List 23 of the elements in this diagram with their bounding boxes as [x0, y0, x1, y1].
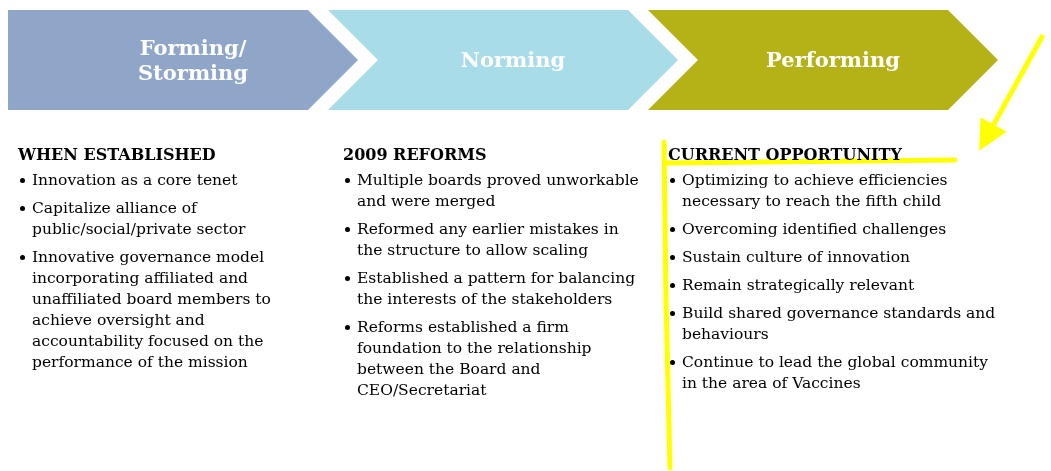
bullet-item: Optimizing to achieve efficiencies necessary to reach the fifth child	[682, 170, 996, 212]
bullet-item: Innovative governance model incorporating affiliated and unaffiliated board members to achieve oversight and accountability focused on the performance of the mission	[32, 247, 318, 373]
bullet-item: Remain strategically relevant	[682, 275, 996, 296]
bullet-item: Reformed any earlier mistakes in the structure to allow scaling	[357, 219, 643, 261]
bullet-item: Capitalize alliance of public/social/private sector	[32, 198, 318, 240]
bullet-item: Overcoming identified challenges	[682, 219, 996, 240]
chevron-step	[328, 10, 678, 110]
column-heading: WHEN ESTABLISHED	[18, 145, 216, 164]
step-title: Performing	[765, 46, 901, 75]
bullet-item: Multiple boards proved unworkable and were merged	[357, 170, 643, 212]
step-title: Forming/ Storming	[136, 33, 250, 87]
arrow	[979, 33, 1046, 151]
bullet-item: Reforms established a firm foundation to the relationship between the Board and CEO/Secretariat	[357, 317, 643, 401]
chevron-step	[648, 10, 998, 110]
bullet-item: Sustain culture of innovation	[682, 247, 996, 268]
column-heading: 2009 REFORMS	[343, 145, 487, 164]
step-title: Norming	[459, 46, 567, 75]
bullet-item: Build shared governance standards and behaviours	[682, 303, 996, 345]
bullet-item: Innovation as a core tenet	[32, 170, 318, 191]
chevron-step	[8, 10, 358, 110]
column-heading: CURRENT OPPORTUNITY	[668, 145, 902, 164]
bullet-item: Continue to lead the global community in the area of Vaccines	[682, 352, 996, 394]
bullet-item: Established a pattern for balancing the interests of the stakeholders	[357, 268, 643, 310]
